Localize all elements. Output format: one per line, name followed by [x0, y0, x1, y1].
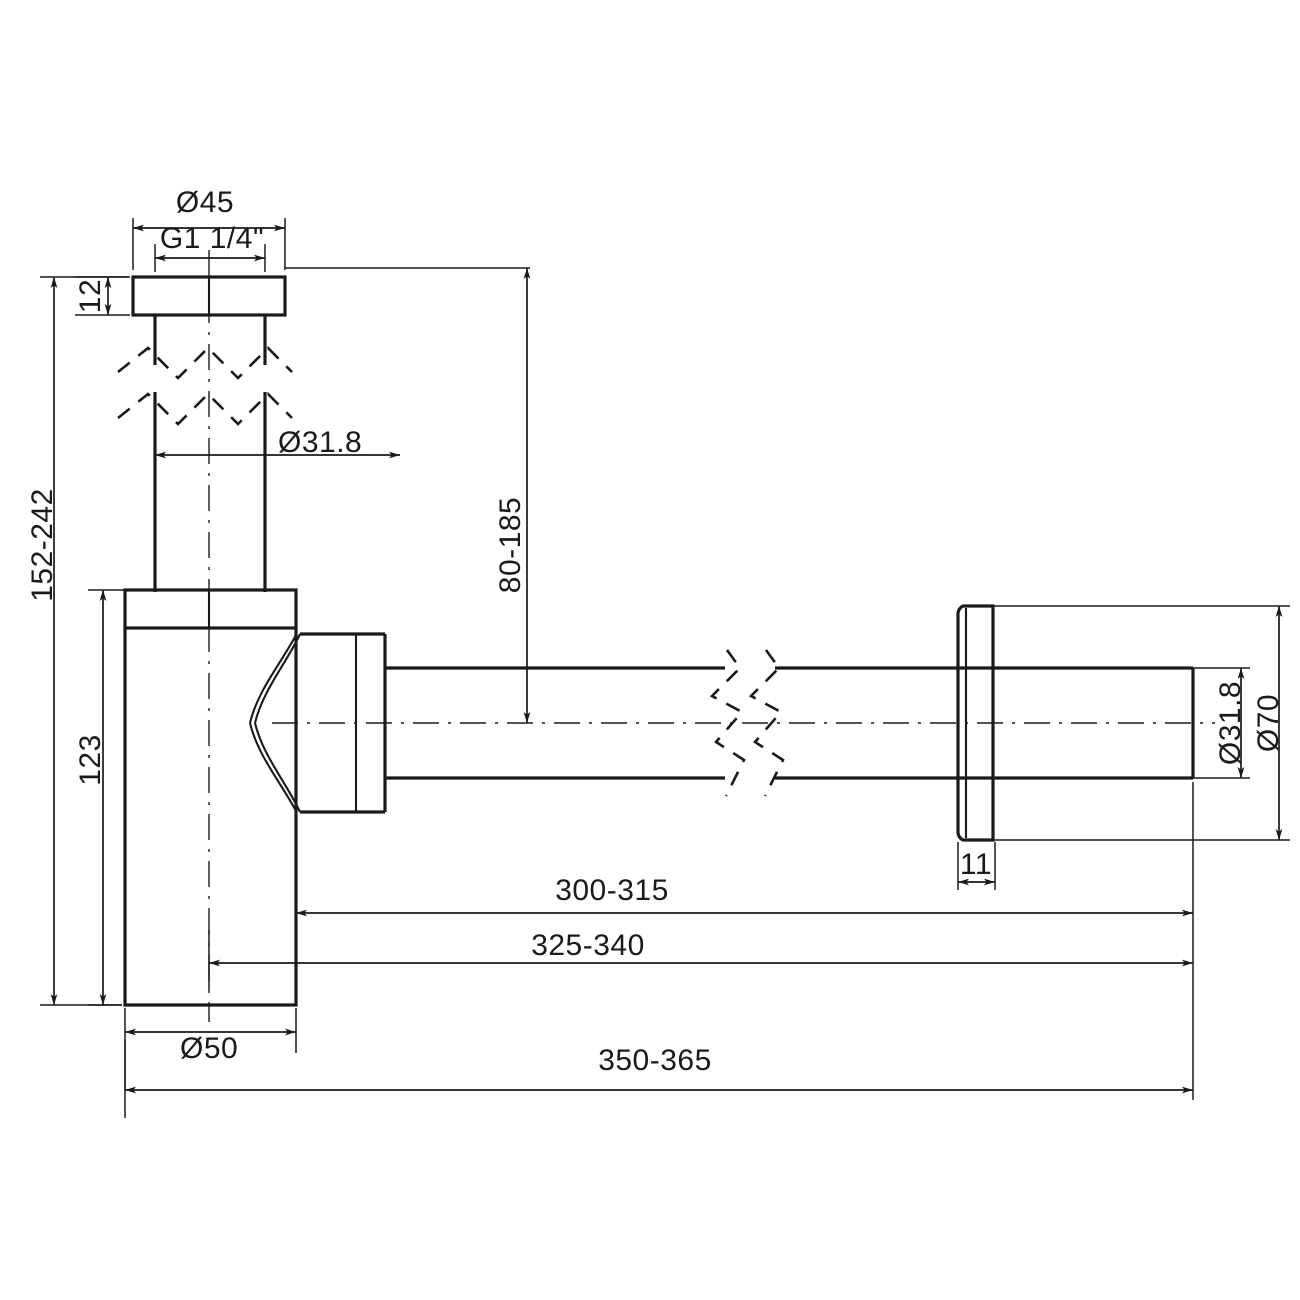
- dim-label-len350365: 350-365: [598, 1044, 712, 1077]
- dim-length-350-365: [124, 1040, 1193, 1118]
- dim-label-h80185: 80-185: [494, 497, 527, 593]
- dim-label-dia318top: Ø31.8: [278, 426, 362, 459]
- dim-height-80-185: [285, 267, 531, 723]
- trap-body: [123, 588, 387, 1007]
- dim-label-thick11: 11: [960, 848, 992, 881]
- dim-label-h152242: 152-242: [26, 488, 59, 602]
- break-symbol-lower: [117, 392, 293, 426]
- dim-label-len325340: 325-340: [531, 929, 645, 962]
- dim-dia70: [993, 605, 1290, 841]
- dim-length-300-315: [295, 782, 1194, 1100]
- dim-dia45: [132, 218, 286, 270]
- dim-label-dia318out: Ø31.8: [1214, 681, 1247, 765]
- outlet-pipe: [385, 649, 1195, 797]
- dim-label-thick12: 12: [74, 279, 107, 313]
- body-collar: [123, 588, 298, 630]
- dim-label-dia50: Ø50: [180, 1032, 238, 1065]
- pipe-break-right: [748, 649, 785, 797]
- centerlines: [208, 250, 1215, 1022]
- body-inner-curve-lower: [248, 722, 297, 812]
- dim-thickness-11: [957, 842, 996, 890]
- dim-height-123: [88, 589, 128, 1006]
- dim-label-thread: G1 1/4": [160, 222, 264, 255]
- dim-label-h123: 123: [74, 734, 107, 786]
- body-inner-curve-lower-2: [253, 722, 301, 813]
- dim-dia318-outlet: [1193, 667, 1250, 779]
- body-inner-curve-upper: [248, 634, 297, 724]
- dim-label-len300315: 300-315: [555, 874, 669, 907]
- inlet-assembly: [117, 275, 293, 592]
- pipe-break-left: [709, 649, 746, 797]
- wall-flange-outline: [956, 604, 995, 842]
- body-inner-curve-upper-2: [253, 633, 301, 724]
- dim-dia318-inlet: [154, 400, 400, 500]
- dim-length-325-340: [208, 930, 1193, 990]
- dim-thread: [154, 244, 266, 272]
- dim-label-dia70: Ø70: [1252, 694, 1285, 752]
- break-symbol-upper: [117, 346, 293, 380]
- dim-height-152-242: [40, 276, 128, 1006]
- dim-label-dia45: Ø45: [176, 186, 234, 219]
